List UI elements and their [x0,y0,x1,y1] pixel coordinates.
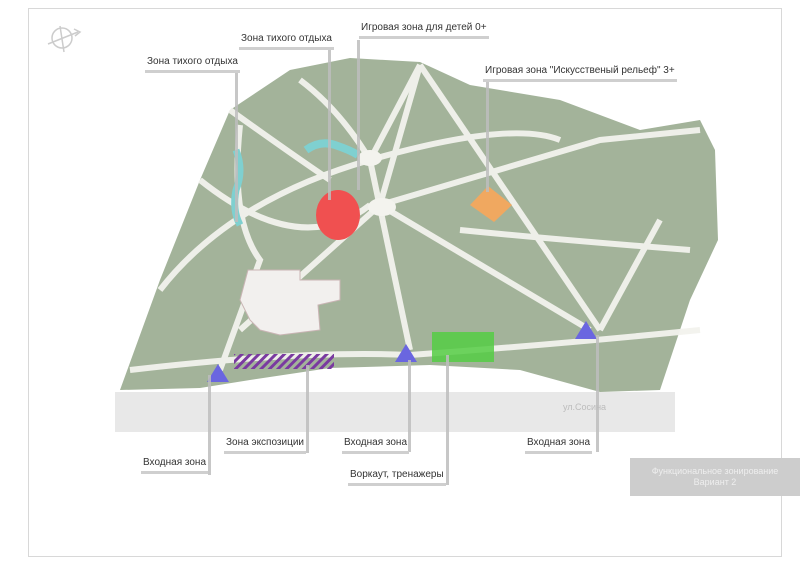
leader-line [357,40,360,190]
leader-line [306,365,309,453]
leader-line [235,72,238,222]
leader-line [208,375,211,475]
entrance-right-icon [575,321,597,339]
label-kids-zone: Игровая зона для детей 0+ [359,22,489,39]
kids-zone [316,190,360,240]
leader-line [328,50,331,200]
leader-line [596,335,599,452]
exposition-zone [234,354,334,369]
label-entrance-left: Входная зона [141,457,209,474]
workout-zone [432,332,494,362]
entrance-center-icon [395,344,417,362]
label-entrance-center: Входная зона [342,437,410,454]
street-road [115,392,675,432]
title-line1: Функциональное зонирование [651,466,779,476]
page-frame [28,8,782,557]
label-workout: Воркаут, тренажеры [348,469,446,486]
title-box: Функциональное зонирование Вариант 2 [630,458,800,496]
label-relief-zone: Игровая зона "Искусственый рельеф" 3+ [483,65,677,82]
leader-line [486,82,489,192]
compass-icon [47,25,82,53]
label-quiet-zone-top: Зона тихого отдыха [239,33,334,50]
label-quiet-zone-left: Зона тихого отдыха [145,56,240,73]
leader-line [408,360,411,452]
entrance-left-icon [207,364,229,382]
street-name: ул.Сосина [563,402,607,412]
leader-line [446,355,449,485]
relief-zone [470,186,512,222]
title-line2: Вариант 2 [693,477,737,487]
building [239,269,341,336]
quiet-zone-top [303,139,361,159]
label-entrance-right: Входная зона [525,437,593,454]
label-exposition: Зона экспозиции [224,437,306,454]
